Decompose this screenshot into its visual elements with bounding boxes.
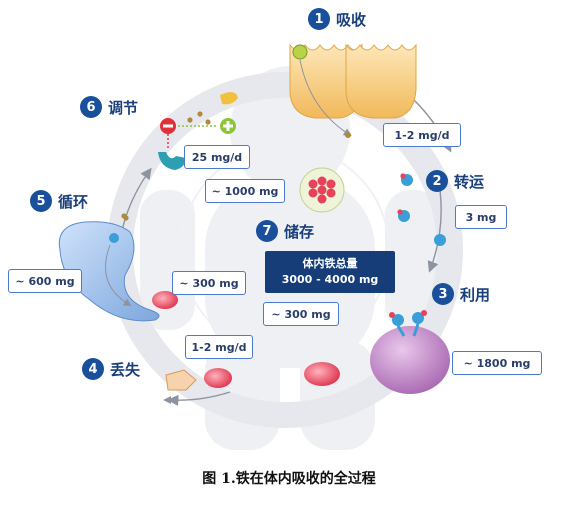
step-transport: 2 转运 bbox=[426, 170, 484, 192]
intestine-icon bbox=[289, 43, 417, 138]
step-label: 丢失 bbox=[110, 360, 141, 379]
step-label: 储存 bbox=[284, 222, 315, 241]
step-number: 7 bbox=[256, 220, 278, 242]
hepcidin-icon bbox=[158, 92, 238, 170]
step-number: 4 bbox=[82, 358, 104, 380]
inner-ring bbox=[180, 145, 390, 355]
bone-marrow-icon bbox=[304, 310, 450, 394]
step-circulation: 5 循环 bbox=[30, 190, 88, 212]
step-loss: 4 丢失 bbox=[82, 358, 140, 380]
step-label: 利用 bbox=[460, 285, 491, 304]
step-label: 调节 bbox=[108, 98, 139, 117]
liver-icon bbox=[299, 167, 345, 213]
transport-value: 3 mg bbox=[455, 205, 507, 229]
step-number: 5 bbox=[30, 190, 52, 212]
storage-value: ~ 1000 mg bbox=[205, 179, 285, 203]
circulation-organ-icon bbox=[58, 215, 178, 322]
loss-icon bbox=[163, 368, 232, 404]
total-iron-box: 体内铁总量 3000 - 4000 mg bbox=[265, 251, 395, 293]
step-label: 吸收 bbox=[336, 10, 367, 29]
muscle-value: ~ 300 mg bbox=[263, 302, 339, 326]
regulation-value: 25 mg/d bbox=[184, 145, 250, 169]
step-number: 2 bbox=[426, 170, 448, 192]
step-number: 6 bbox=[80, 96, 102, 118]
step-storage: 7 储存 bbox=[256, 220, 314, 242]
total-iron-title: 体内铁总量 bbox=[302, 257, 358, 270]
step-absorption: 1 吸收 bbox=[308, 8, 366, 30]
marrow-value: ~ 1800 mg bbox=[452, 351, 542, 375]
step-label: 循环 bbox=[58, 192, 89, 211]
step-number: 1 bbox=[308, 8, 330, 30]
total-iron-value: 3000 - 4000 mg bbox=[281, 273, 379, 286]
step-regulation: 6 调节 bbox=[80, 96, 138, 118]
figure-caption: 图 1.铁在体内吸收的全过程 bbox=[202, 471, 376, 487]
step-number: 3 bbox=[432, 283, 454, 305]
circulation-value: ~ 600 mg bbox=[8, 269, 82, 293]
macrophage-value: ~ 300 mg bbox=[172, 271, 246, 295]
absorption-value: 1-2 mg/d bbox=[383, 123, 461, 147]
arrow-transport-to-use bbox=[427, 189, 442, 273]
loss-value: 1-2 mg/d bbox=[185, 335, 253, 359]
step-label: 转运 bbox=[454, 172, 485, 191]
step-utilization: 3 利用 bbox=[432, 283, 490, 305]
transferrin-icon bbox=[397, 173, 446, 246]
